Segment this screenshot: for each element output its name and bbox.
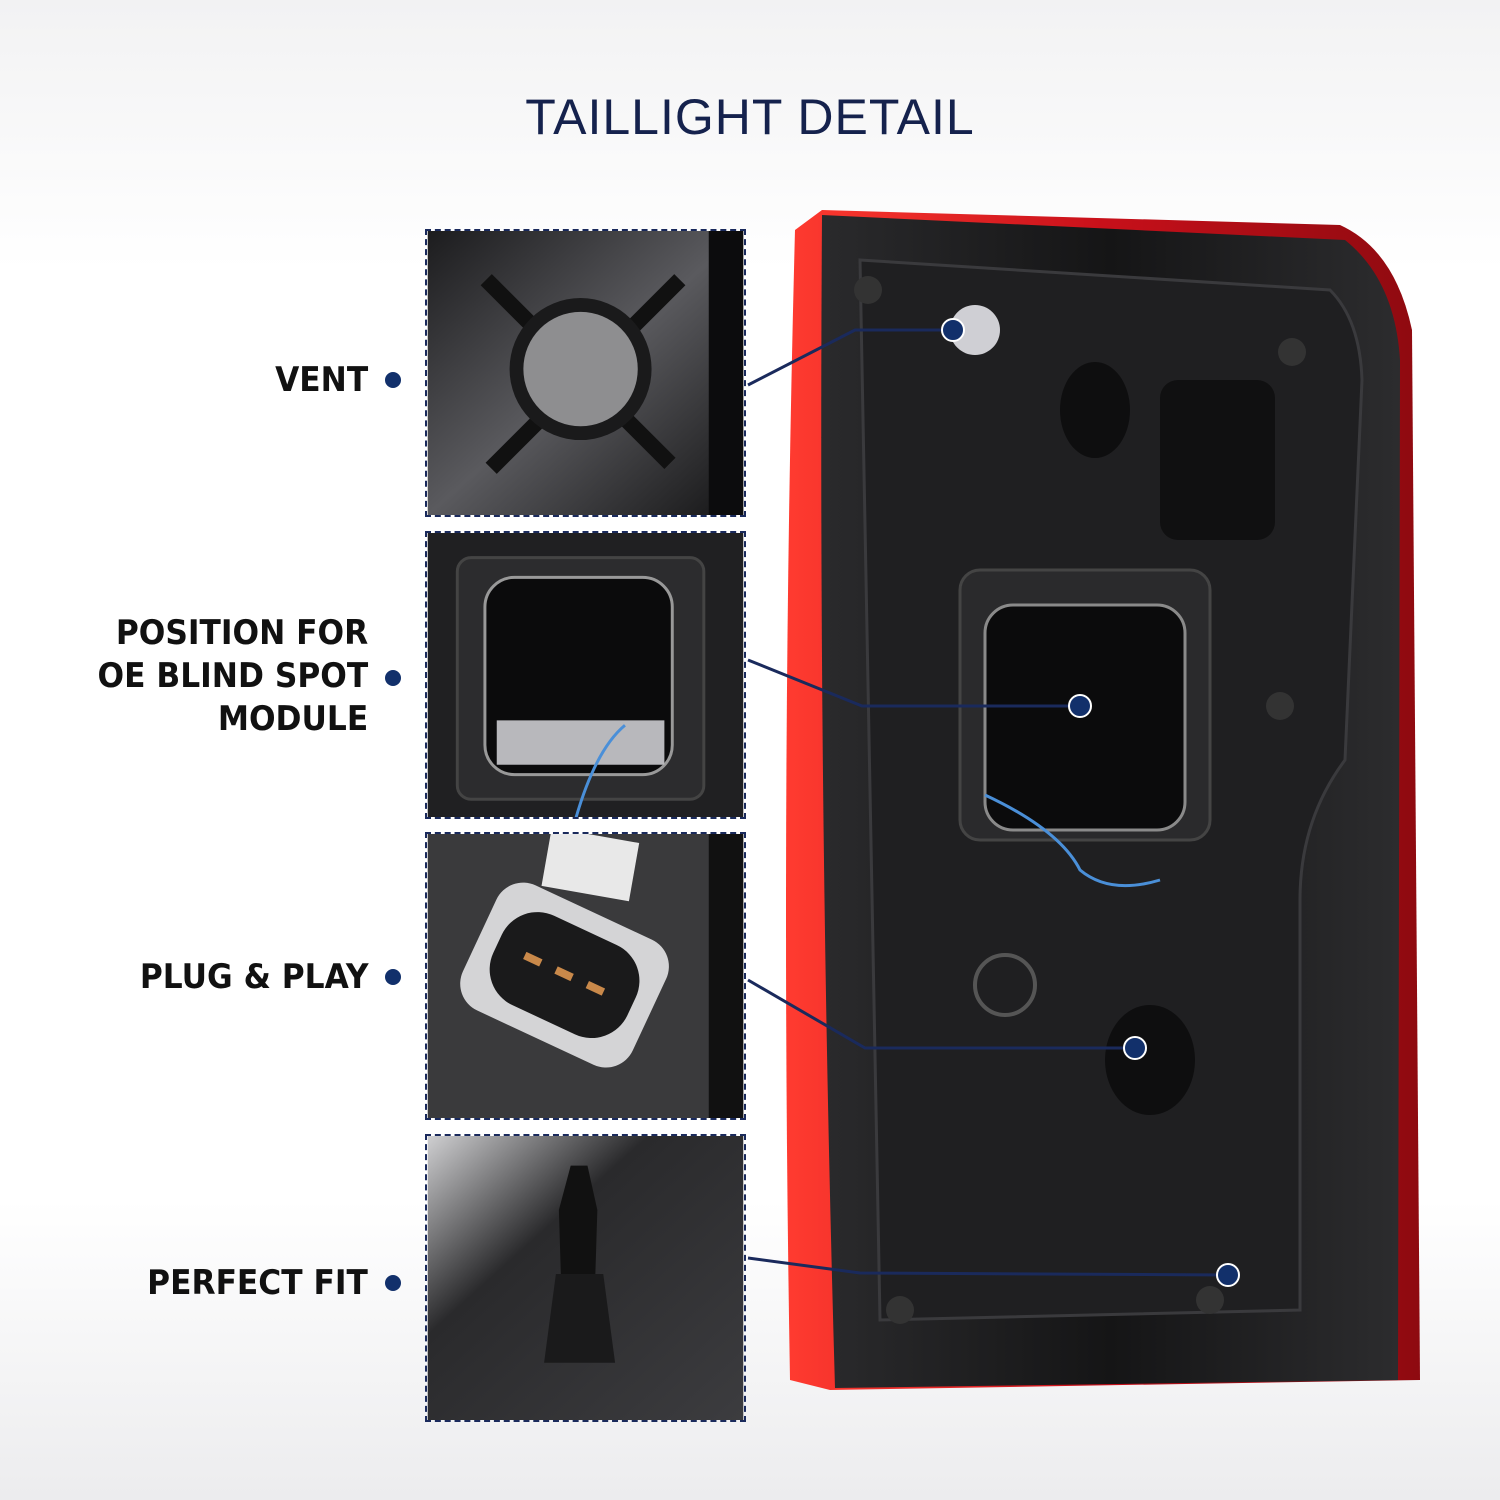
- page-title: TAILLIGHT DETAIL: [525, 89, 975, 145]
- bullet-dot-icon: [385, 670, 401, 686]
- bullet-dot-icon: [385, 1275, 401, 1291]
- feature-label-plug-play: PLUG & PLAY: [139, 956, 368, 999]
- label-line: POSITION FOR: [115, 613, 368, 653]
- bullet-dot-icon: [385, 969, 401, 985]
- mounting-stud-icon: [427, 1136, 744, 1420]
- detail-panel-vent: [425, 229, 746, 517]
- label-line: VENT: [274, 360, 368, 400]
- bullet-dot-icon: [385, 372, 401, 388]
- callout-dots: [941, 318, 1240, 1287]
- callout-lines: [747, 328, 1229, 1277]
- feature-label-blind-spot: POSITION FOR OE BLIND SPOT MODULE: [97, 612, 368, 741]
- label-line: MODULE: [217, 699, 368, 739]
- vent-icon: [427, 231, 744, 515]
- feature-label-vent: VENT: [275, 359, 368, 402]
- detail-panel-perfect-fit: [425, 1134, 746, 1422]
- label-line: PLUG & PLAY: [139, 957, 368, 997]
- plug-connector-icon: [427, 834, 744, 1118]
- blind-spot-module-icon: [427, 533, 744, 817]
- detail-panel-blind-spot: [425, 531, 746, 819]
- label-line: PERFECT FIT: [147, 1263, 368, 1303]
- feature-label-perfect-fit: PERFECT FIT: [147, 1262, 368, 1305]
- label-line: OE BLIND SPOT: [97, 656, 368, 696]
- detail-panel-plug-play: [425, 832, 746, 1120]
